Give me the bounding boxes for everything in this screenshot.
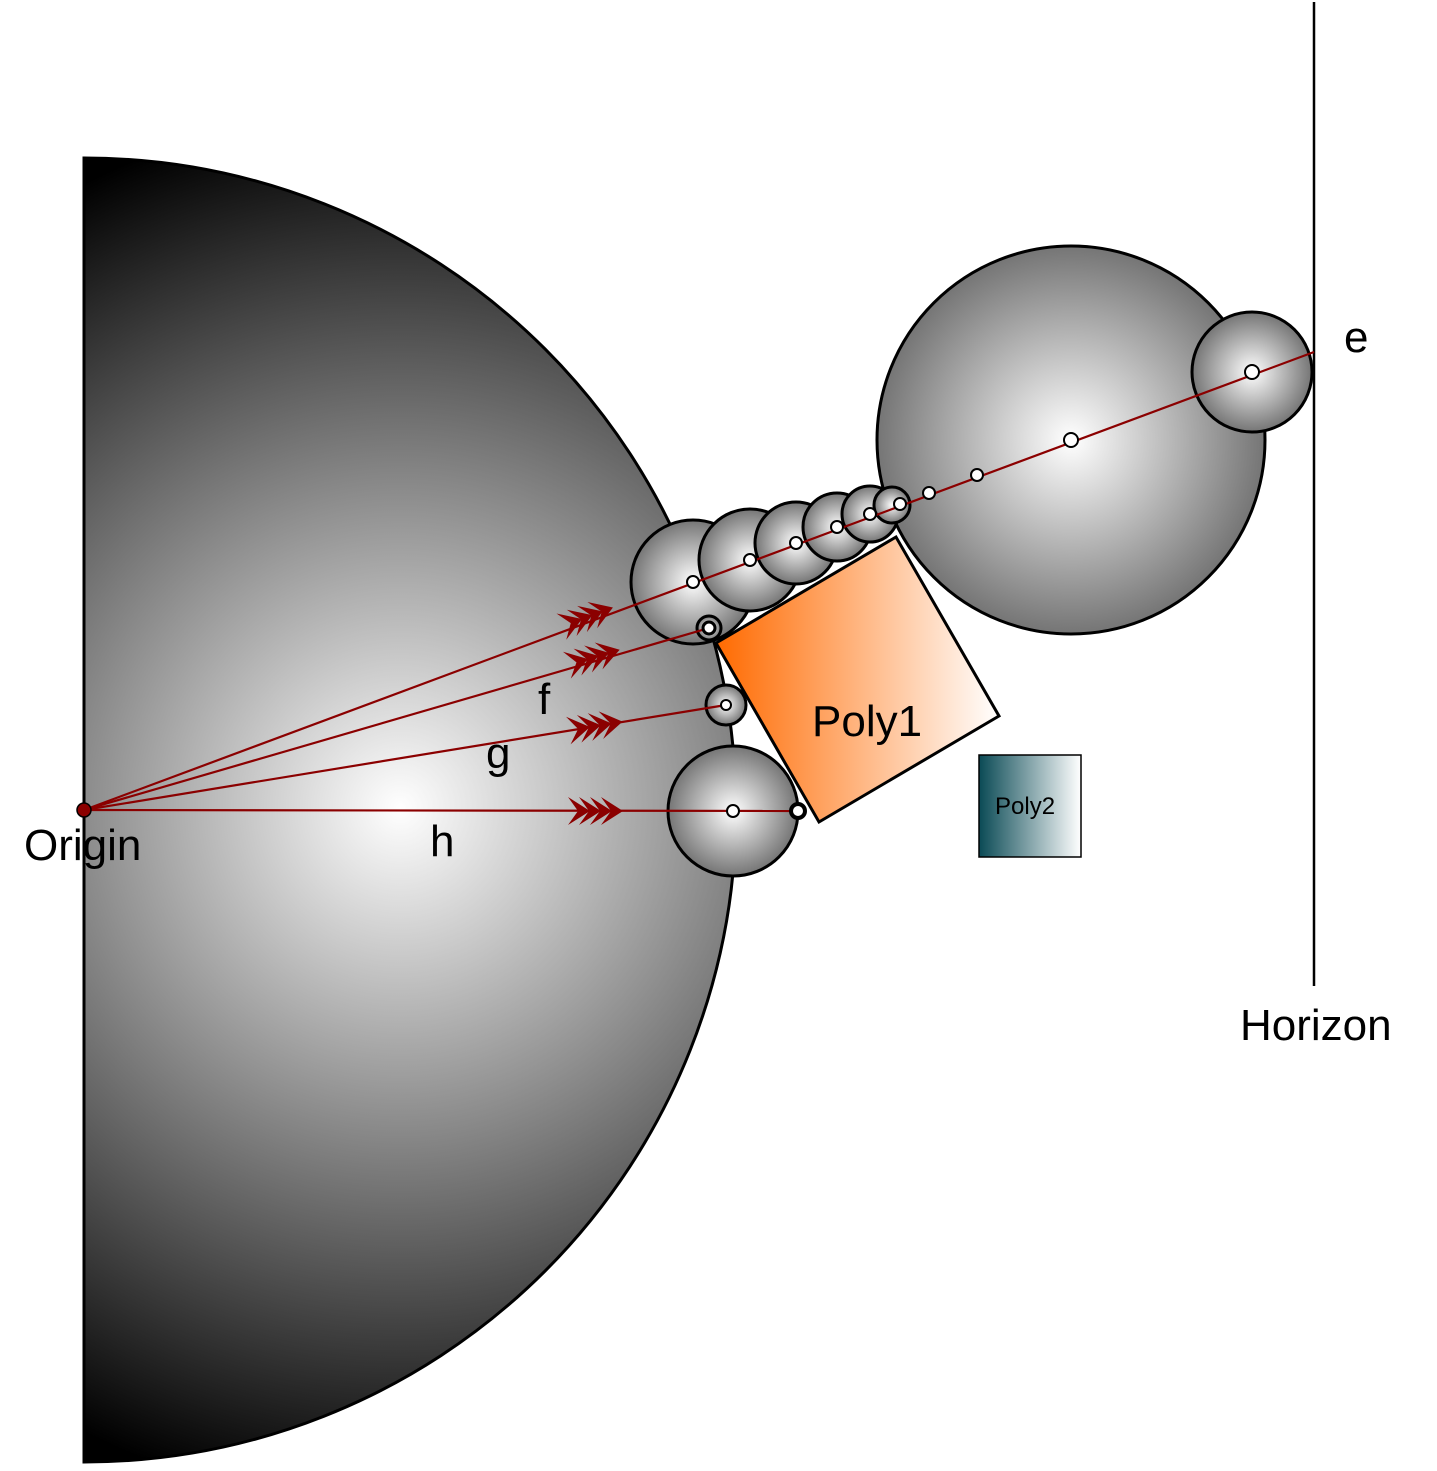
poly1-shape (713, 534, 1002, 825)
node-point (1244, 364, 1260, 380)
poly2-shape (978, 754, 1082, 858)
node-point (686, 575, 700, 589)
node-point (726, 804, 740, 818)
node-point (922, 486, 936, 500)
label-f: f (538, 675, 551, 724)
node-point (1063, 432, 1079, 448)
label-poly1: Poly1 (812, 697, 922, 746)
node-point (743, 553, 757, 567)
origin-point (76, 802, 92, 818)
label-g: g (486, 729, 510, 778)
node-point (830, 520, 844, 534)
node-h-end (789, 802, 807, 820)
ray-h (83, 808, 799, 813)
node-point (789, 536, 803, 550)
node-point (720, 699, 732, 711)
node-point (970, 468, 984, 482)
label-e: e (1344, 313, 1368, 362)
node-point (863, 507, 877, 521)
chain-sphere-6 (872, 485, 912, 525)
label-horizon: Horizon (1240, 1001, 1392, 1050)
label-origin: Origin (24, 821, 141, 870)
node-point (893, 497, 907, 511)
ray-f (83, 626, 710, 812)
label-poly2: Poly2 (995, 793, 1055, 820)
node-f-end (701, 620, 717, 636)
nodes (686, 364, 1260, 818)
label-h: h (430, 817, 454, 866)
